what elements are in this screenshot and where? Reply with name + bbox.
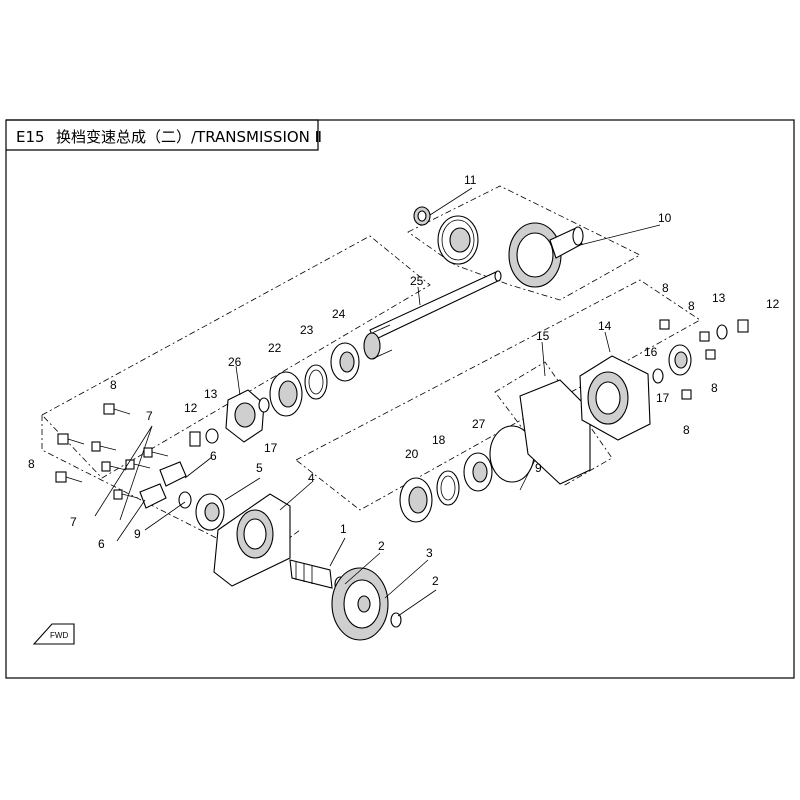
- output-shaft: [363, 270, 502, 360]
- gear-3: [331, 567, 389, 641]
- bearing-24: [330, 342, 360, 382]
- drive-shaft-1: [289, 559, 333, 589]
- callout-3: 3: [426, 546, 433, 560]
- title-code: E15: [16, 128, 45, 146]
- ring-18: [436, 470, 460, 506]
- bevel-gear-small: [437, 215, 479, 265]
- bearing-22: [269, 371, 303, 417]
- callout-10: 10: [658, 211, 672, 225]
- callout-25: 25: [410, 274, 424, 288]
- callout-labels: 1 2 2 3 4 5 6 6 7 7 8 8 8 8 8 8 9 9 10 1…: [28, 173, 780, 588]
- bearing-27: [463, 452, 493, 492]
- callout-11: 11: [464, 173, 477, 187]
- seal-16: [668, 344, 692, 376]
- callout-7a: 7: [146, 409, 153, 423]
- callout-15: 15: [536, 329, 550, 343]
- callout-8b: 8: [28, 457, 35, 471]
- callout-13b: 13: [712, 291, 726, 305]
- callout-9b: 9: [535, 461, 542, 475]
- callout-8e: 8: [711, 381, 718, 395]
- cover-14: [579, 355, 651, 441]
- title-text: 换档变速总成（二）/TRANSMISSION Ⅱ: [56, 128, 322, 146]
- washer-13-left: [205, 428, 219, 444]
- bolts-8-right: [659, 319, 716, 400]
- callout-5: 5: [256, 461, 263, 475]
- circlip-2-lower: [390, 612, 402, 628]
- callout-8f: 8: [683, 423, 690, 437]
- oring-17-left: [258, 397, 270, 413]
- callout-22: 22: [268, 341, 282, 355]
- callout-26: 26: [228, 355, 242, 369]
- callout-24: 24: [332, 307, 346, 321]
- callout-27: 27: [472, 417, 486, 431]
- gasket-15: [519, 379, 591, 485]
- bolt-12-right: [737, 319, 749, 333]
- callout-17a: 17: [264, 441, 278, 455]
- callout-6b: 6: [98, 537, 105, 551]
- housing-4: [213, 493, 291, 587]
- plates-6: [139, 461, 187, 509]
- oring-9-left: [178, 491, 192, 509]
- callout-23: 23: [300, 323, 314, 337]
- callout-1: 1: [340, 522, 347, 536]
- callout-9a: 9: [134, 527, 141, 541]
- oring-17-right: [652, 368, 664, 384]
- bearing-5: [195, 493, 225, 531]
- group-outline-gear: [407, 185, 641, 301]
- diagram-border: [5, 119, 795, 679]
- fwd-label: FWD: [50, 631, 68, 640]
- callout-7b: 7: [70, 515, 77, 529]
- bevel-gear-large: [508, 222, 584, 288]
- callout-13a: 13: [204, 387, 218, 401]
- fwd-arrow-icon: FWD: [32, 623, 75, 645]
- bolts-8-left: [55, 403, 131, 483]
- bearing-20: [399, 477, 433, 523]
- ring-23: [304, 364, 328, 400]
- callout-12b: 12: [766, 297, 780, 311]
- callout-4: 4: [308, 471, 315, 485]
- leader-lines: [94, 187, 661, 617]
- callout-12a: 12: [184, 401, 198, 415]
- callout-18: 18: [432, 433, 446, 447]
- callout-20: 20: [405, 447, 419, 461]
- flange-26: [225, 389, 265, 443]
- callout-2b: 2: [432, 574, 439, 588]
- group-outline-rear: [41, 235, 431, 479]
- title-box: [6, 119, 319, 151]
- callout-17b: 17: [656, 391, 670, 405]
- callout-8c: 8: [662, 281, 669, 295]
- callout-14: 14: [598, 319, 612, 333]
- washer-13-right: [716, 324, 728, 340]
- bolt-12-left: [189, 431, 201, 447]
- callout-2a: 2: [378, 539, 385, 553]
- callout-16: 16: [644, 345, 658, 359]
- callout-8a: 8: [110, 378, 117, 392]
- callout-8d: 8: [688, 299, 695, 313]
- pinion-nut: [413, 206, 431, 226]
- callout-6a: 6: [210, 449, 217, 463]
